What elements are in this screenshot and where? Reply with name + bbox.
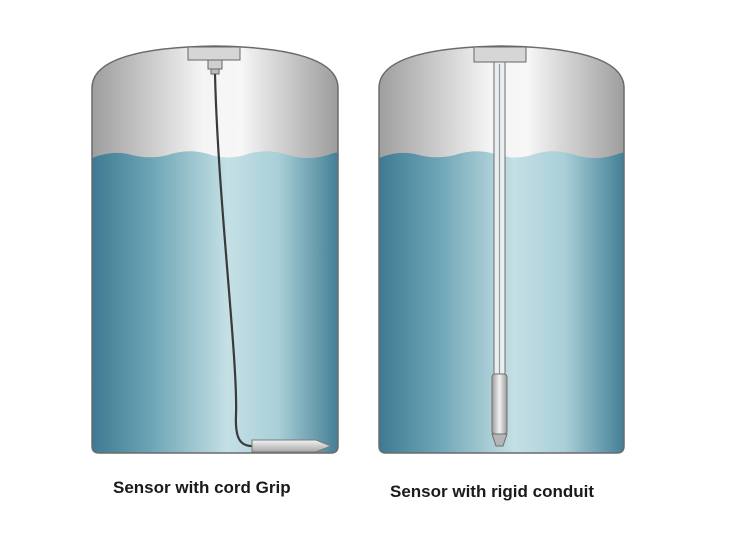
sensor-cord bbox=[213, 73, 253, 448]
mounting-flange-icon bbox=[473, 46, 527, 63]
tank-right bbox=[378, 45, 625, 454]
mounting-flange-icon bbox=[187, 46, 241, 75]
rigid-conduit bbox=[493, 61, 506, 377]
caption-rigid-conduit: Sensor with rigid conduit bbox=[390, 482, 594, 501]
sensor-probe-icon bbox=[251, 439, 333, 453]
sensor-probe-icon bbox=[491, 373, 508, 447]
tank-left bbox=[91, 45, 339, 454]
liquid-left bbox=[92, 151, 338, 453]
caption-cord-grip: Sensor with cord Grip bbox=[113, 478, 291, 497]
